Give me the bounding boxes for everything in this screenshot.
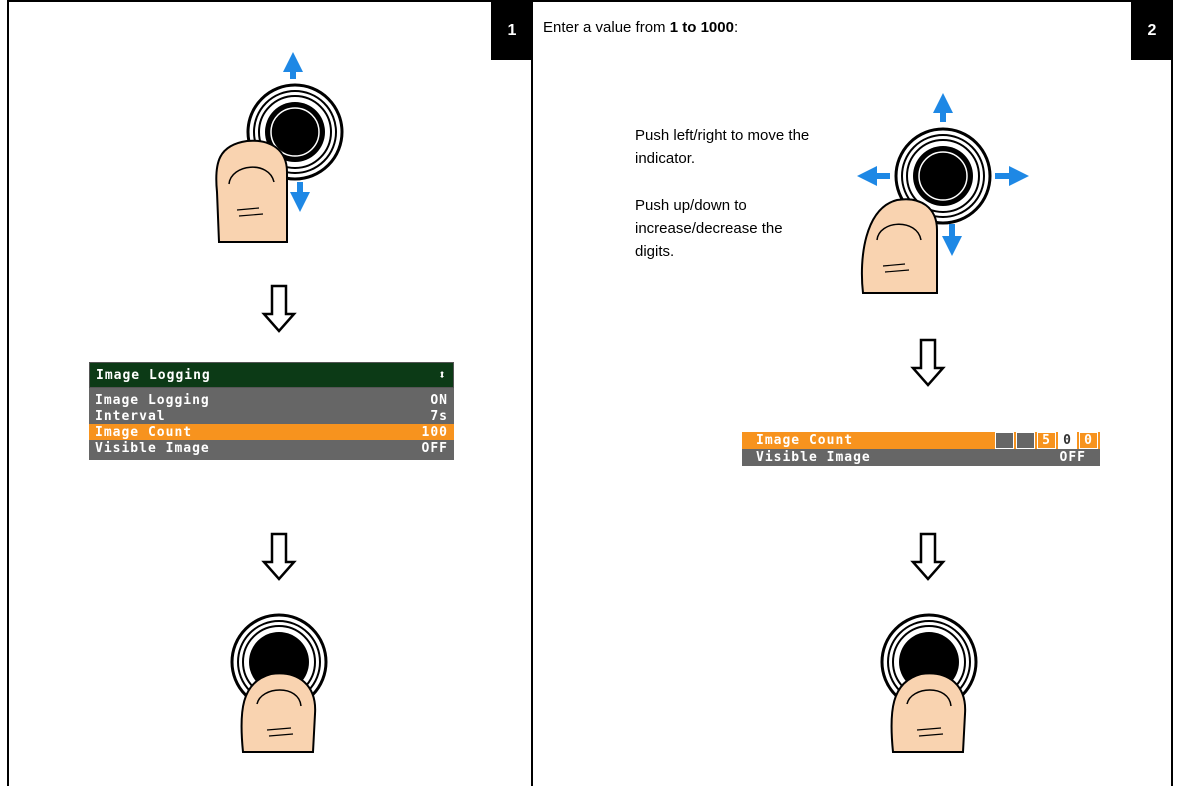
digit-box[interactable]: 5	[1037, 432, 1056, 449]
menu-item-label: Visible Image	[756, 450, 871, 465]
thumb-icon	[860, 198, 938, 294]
menu-title: Image Logging	[96, 367, 211, 383]
arrow-up-icon	[933, 93, 953, 113]
arrow-up-icon	[283, 52, 303, 72]
arrow-right-icon	[1009, 166, 1029, 186]
digit-box[interactable]	[995, 432, 1014, 449]
digit-editor[interactable]: 5 0 0	[993, 432, 1098, 449]
flow-arrow-icon	[910, 532, 946, 581]
joystick-4way-illustration	[857, 93, 1029, 294]
menu-header: Image Logging ⬍	[89, 362, 454, 388]
image-count-edit-menu: Image Count 5 0 0 Visible Image OFF	[742, 432, 1100, 466]
menu-item-label: Image Count	[95, 424, 193, 440]
flow-arrow-icon	[261, 532, 297, 581]
step-number-badge: 2	[1131, 2, 1173, 60]
menu-item-label: Visible Image	[95, 440, 210, 456]
value-range: 1 to 1000	[669, 19, 734, 36]
flow-arrow-icon	[910, 338, 946, 387]
arrow-left-icon	[857, 166, 877, 186]
arrow-down-icon	[290, 192, 310, 212]
joystick-icon	[894, 127, 992, 225]
thumb-icon	[240, 672, 317, 753]
note-adjust-digits: Push up/down to increase/decrease the di…	[635, 197, 783, 260]
step-2-panel: 2 Enter a value from 1 to 1000: Push lef…	[533, 0, 1173, 786]
note-move-indicator: Push left/right to move the indicator.	[635, 127, 810, 167]
menu-item[interactable]: Image Logging ON	[89, 392, 454, 408]
menu-item-selected[interactable]: Image Count 5 0 0	[742, 432, 1100, 449]
digit-cursor[interactable]: 0	[1058, 432, 1077, 449]
joystick-press-illustration	[880, 613, 978, 753]
digit-box[interactable]: 0	[1079, 432, 1098, 449]
menu-item[interactable]: Visible Image OFF	[742, 449, 1100, 466]
thumb-icon	[215, 139, 288, 243]
image-logging-menu: Image Logging ⬍ Image Logging ON Interva…	[89, 362, 454, 460]
menu-item-label: Image Logging	[95, 392, 210, 408]
digit-box[interactable]	[1016, 432, 1035, 449]
instruction-prefix: Enter a value from	[543, 19, 670, 36]
joystick-updown-illustration	[215, 52, 344, 243]
menu-body: Image Logging ON Interval 7s Image Count…	[89, 388, 454, 460]
flow-arrow-icon	[261, 284, 297, 333]
menu-item[interactable]: Interval 7s	[89, 408, 454, 424]
step-number-badge: 1	[491, 2, 533, 60]
menu-item-label: Interval	[95, 408, 166, 424]
menu-item-selected[interactable]: Image Count 100	[89, 424, 454, 440]
menu-item-value: OFF	[1059, 450, 1086, 465]
menu-item-value: OFF	[421, 440, 448, 456]
menu-item-value: 100	[421, 424, 448, 440]
updown-arrows-icon: ⬍	[438, 367, 447, 383]
thumb-icon	[890, 672, 967, 753]
menu-item[interactable]: Visible Image OFF	[89, 440, 454, 456]
step-1-panel: 1 Image Logging ⬍ Image Loggin	[7, 0, 533, 786]
arrow-down-icon	[942, 236, 962, 256]
joystick-press-illustration	[230, 613, 328, 753]
menu-item-value: 7s	[430, 408, 448, 424]
menu-item-value: ON	[430, 392, 448, 408]
menu-item-label: Image Count	[756, 433, 854, 448]
instruction-suffix: :	[733, 19, 739, 36]
step-instruction: Enter a value from 1 to 1000:	[543, 19, 738, 36]
